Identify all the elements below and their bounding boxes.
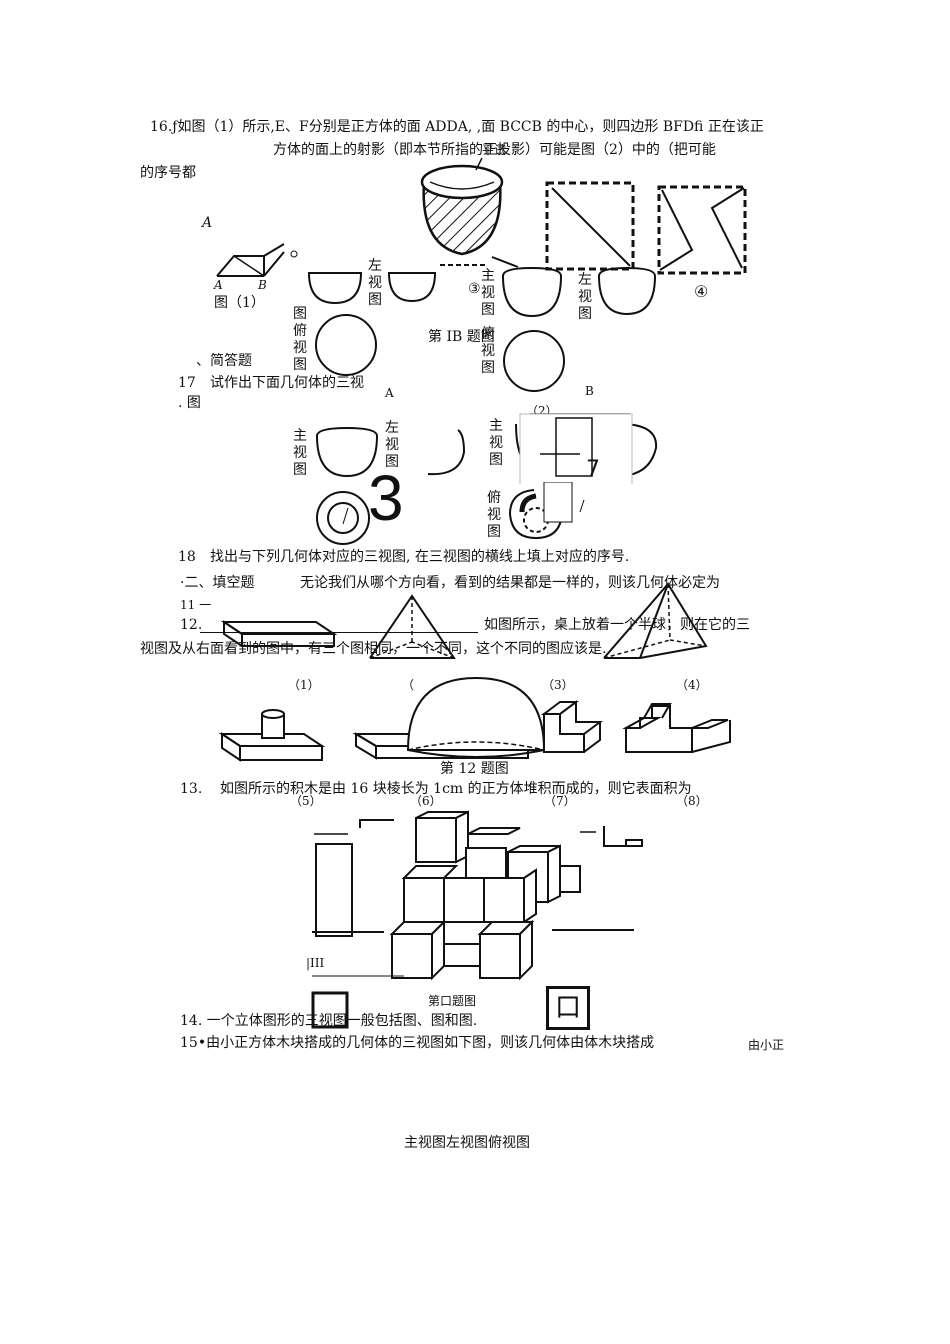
ring-top-view-4 xyxy=(508,482,585,540)
bowl-front-view-4: 7 xyxy=(515,413,658,484)
q15-text: 15•由小正方体木块搭成的几何体的三视图如下图，则该几何体由体木块搭成 xyxy=(180,1035,655,1051)
q17-text-2: . 图 xyxy=(178,395,201,411)
label-top-view-2: 俯视图 xyxy=(481,326,495,376)
bowl-left-view-1 xyxy=(387,272,437,303)
fig1-label-a: A xyxy=(214,278,223,292)
dashed-mark xyxy=(440,256,519,268)
figure-8-stair-block xyxy=(622,703,731,753)
bowl-front-view-1 xyxy=(307,272,363,305)
q17-number: 17 xyxy=(178,375,196,391)
q11-number: 11 一 xyxy=(180,598,212,612)
q13-stacked-cubes xyxy=(389,810,581,981)
fig-number-5: （5） xyxy=(290,794,322,808)
q13-left-outline xyxy=(314,819,394,937)
bowl-front-view-2 xyxy=(501,266,563,318)
fig-number-7: （7） xyxy=(544,794,576,808)
option-square-zigzag xyxy=(657,185,747,275)
option-square-diagonal xyxy=(545,181,635,271)
q17-label-a: A xyxy=(385,386,394,400)
q16-line3: 的序号都 xyxy=(140,165,196,181)
q17-text: 试作出下面几何体的三视 xyxy=(210,375,364,391)
q12-answer-blank[interactable] xyxy=(200,632,478,633)
label-left-view-3: 左视图 xyxy=(385,420,399,470)
label-left-view-2: 左视图 xyxy=(578,272,592,322)
label-top-view-4: 俯视图 xyxy=(487,490,501,540)
label-front-view-3: 主视图 xyxy=(293,428,307,478)
q16-line1: 16.ƒ如图（1）所示,E、F分别是正方体的面 ADDA, ,面 BCCB 的中… xyxy=(150,119,764,135)
label-front-view-2: 主视图 xyxy=(481,268,495,318)
figure-4-pyramid xyxy=(603,582,708,659)
fig-number-2: （ xyxy=(402,678,415,692)
fig1-cube-drawing xyxy=(216,243,298,277)
fig-number-8: （8） xyxy=(676,794,708,808)
large-digit-3: 3 xyxy=(368,462,404,534)
caption-question-12: 第 12 题图 xyxy=(440,761,509,777)
figure-5-cylinder-on-slab xyxy=(218,709,326,762)
q14-square-box xyxy=(311,991,349,1029)
fig1-label-b: B xyxy=(258,278,267,292)
bowl-front-view-3 xyxy=(315,426,379,478)
bowl-left-view-3 xyxy=(427,429,466,476)
fig-number-4: （4） xyxy=(676,678,708,692)
three-views-caption: 主视图左视图俯视图 xyxy=(404,1135,530,1151)
q16-fig-top-label: 平试 xyxy=(482,143,507,157)
q13-ground-lines xyxy=(312,929,634,977)
q15-tail: 由小正 xyxy=(748,1038,785,1052)
fig-number-6: （6） xyxy=(410,794,442,808)
label-front-view-4: 主视图 xyxy=(489,418,503,468)
figure-1-slab xyxy=(220,620,338,648)
q15-boxed-glyph: 口 xyxy=(546,986,590,1030)
label-top-view-1: 图俯视图 xyxy=(293,306,307,373)
figure-2-pyramid xyxy=(369,594,456,659)
fig1-label-a-top: A xyxy=(202,215,213,231)
q13-text: 如图所示的积木是由 16 块棱长为 1cm 的正方体堆积而成的，则它表面积为 xyxy=(220,781,692,797)
ring-top-view-3 xyxy=(316,491,370,545)
option-number-3: ③ xyxy=(468,281,481,297)
svg-text:7: 7 xyxy=(586,457,600,482)
q18-text: 找出与下列几何体对应的三视图, 在三视图的横线上填上对应的序号. xyxy=(210,549,630,565)
section-fill-blank: ·二、填空题 xyxy=(180,575,255,591)
q13-number: 13. xyxy=(180,781,203,797)
circle-top-view-2 xyxy=(503,330,565,392)
label-left-view-1: 左视图 xyxy=(368,258,382,308)
q13-side-mark: |III xyxy=(306,956,325,970)
q17-label-b: B xyxy=(585,384,594,398)
section-short-answer: 、简答题 xyxy=(196,353,252,369)
fig-number-3: （3） xyxy=(542,678,574,692)
q14-text: 14. 一个立体图形的三视图一般包括图、图和图. xyxy=(180,1013,478,1029)
figure-7-step-block xyxy=(541,700,603,753)
q13-right-mark xyxy=(580,826,643,847)
caption-question-18: 第 IB 题图 xyxy=(428,329,495,345)
hatched-bowl-figure xyxy=(420,157,504,256)
q11-text: 无论我们从哪个方向看，看到的结果都是一样的，则该几何体必定为 xyxy=(300,575,720,591)
q12-text-1: 如图所示，桌上放着一个半球，则在它的三 xyxy=(484,617,750,633)
caption-question-13: 第口题图 xyxy=(428,994,477,1008)
q18-number: 18 xyxy=(178,549,196,565)
fig-number-1: （1） xyxy=(288,678,320,692)
figure-6-hemisphere-on-table xyxy=(352,676,546,760)
q16-line2: 方体的面上的射影（即本节所指的正投影）可能是图（2）中的（把可能 xyxy=(273,142,716,158)
fig1-caption: 图（1） xyxy=(214,295,265,311)
q12-number: 12. xyxy=(180,617,203,633)
bowl-left-view-2 xyxy=(597,266,657,316)
option-number-4: ④ xyxy=(694,282,709,301)
circle-top-view-1 xyxy=(315,314,377,376)
